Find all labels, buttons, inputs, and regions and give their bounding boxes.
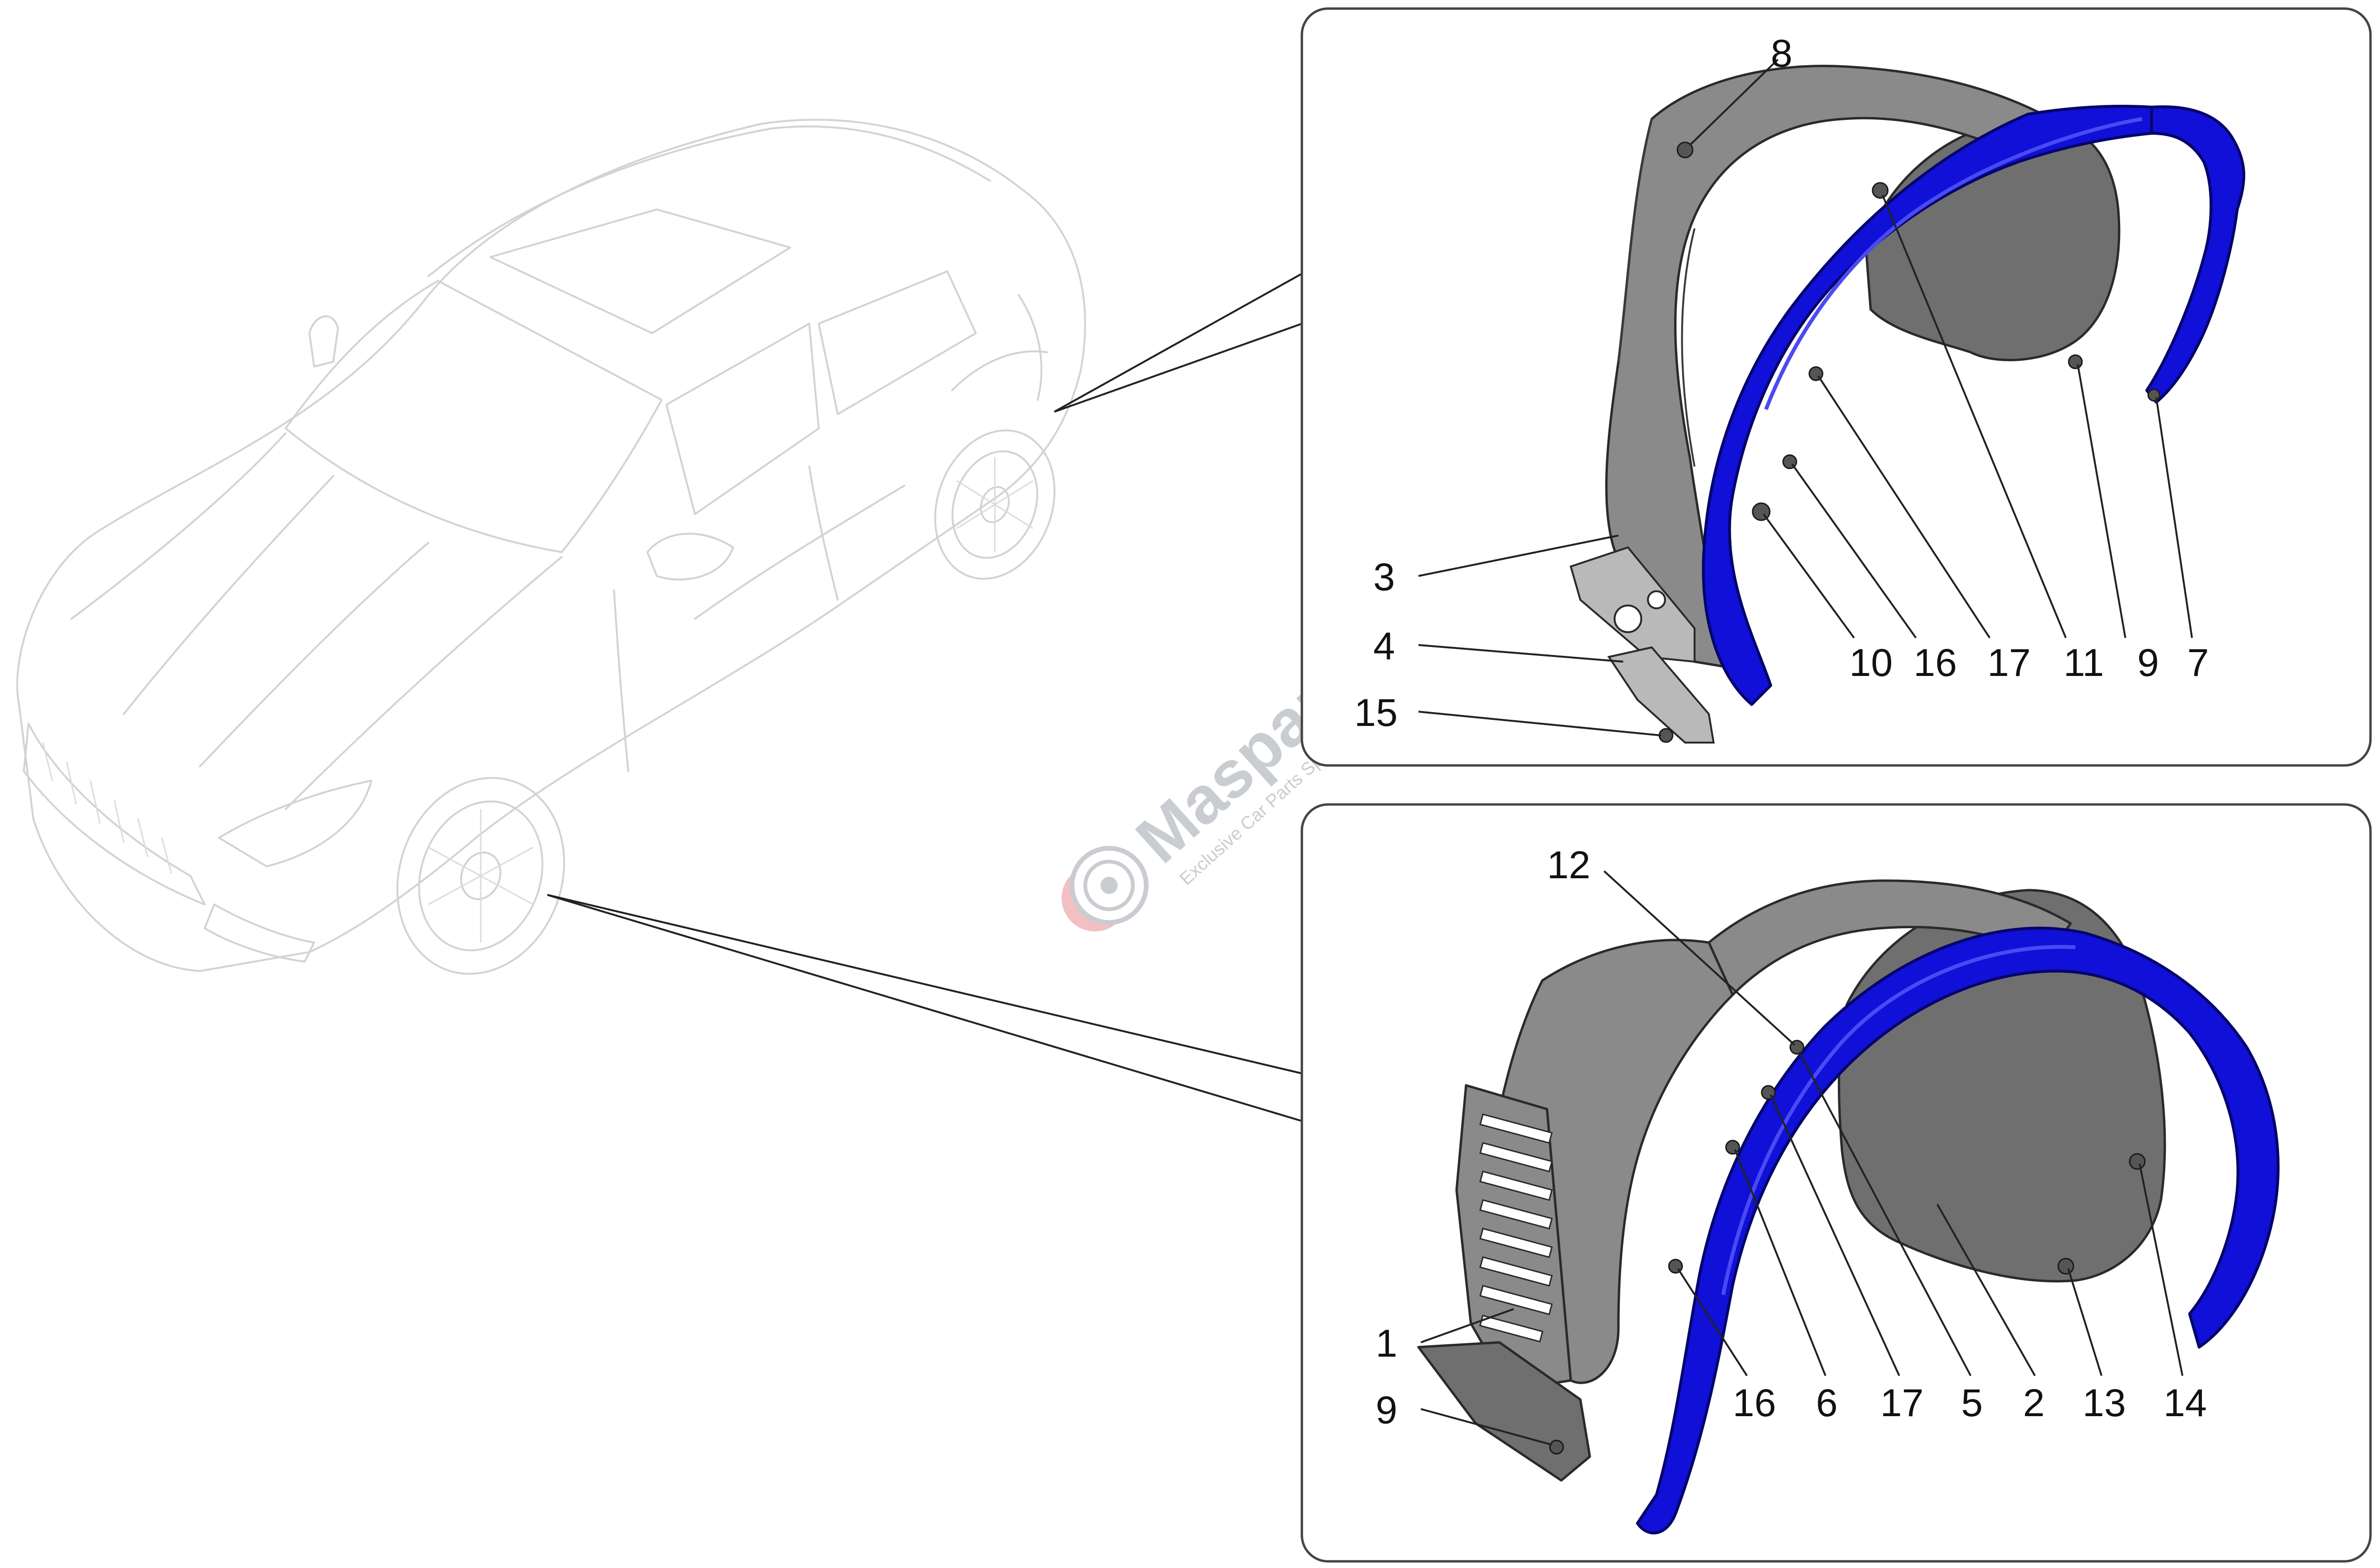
front-clip-14: [2129, 1153, 2146, 1170]
callout-10: 10: [1849, 641, 1893, 685]
rear-liner-flange: [1569, 546, 1696, 663]
rear-screw-15: [1658, 728, 1674, 743]
callout-12: 12: [1547, 844, 1590, 887]
callout-14: 14: [2163, 1381, 2207, 1425]
callout-16: 16: [1914, 641, 1957, 685]
callout-17-front: 17: [1880, 1381, 1924, 1425]
rear-clip-7: [2147, 388, 2161, 402]
front-arch-detail: 12 1 9 16 6 17 5 2 13 14: [1300, 803, 2372, 1563]
callout-15: 15: [1354, 691, 1398, 734]
front-screw-9: [1549, 1439, 1564, 1455]
callout-13: 13: [2082, 1381, 2126, 1425]
callout-17: 17: [1987, 641, 2031, 685]
front-wheel: [396, 777, 565, 975]
callout-5: 5: [1961, 1381, 1983, 1425]
callout-9-front: 9: [1376, 1389, 1398, 1432]
callout-1: 1: [1376, 1322, 1398, 1365]
front-clip-13: [2057, 1258, 2074, 1275]
front-upper-liner: [1707, 879, 2072, 996]
front-callouts: 12 1 9 16 6 17 5 2 13 14: [1376, 844, 2207, 1432]
callout-6: 6: [1816, 1381, 1838, 1425]
rear-arch-trim: [2145, 105, 2245, 404]
callout-4: 4: [1373, 625, 1395, 668]
leader-lines: [547, 273, 1302, 1122]
front-flap-slots: [1479, 1113, 1553, 1343]
front-clip-17: [1761, 1085, 1776, 1100]
rear-screw-9: [2068, 354, 2083, 369]
callout-3: 3: [1373, 556, 1395, 599]
callout-2: 2: [2023, 1381, 2045, 1425]
rear-arch-trim-upper: [1702, 105, 2153, 706]
front-clip-6: [1725, 1140, 1740, 1155]
rear-wheel: [934, 429, 1056, 580]
callout-7: 7: [2187, 641, 2209, 685]
callout-9: 9: [2137, 641, 2159, 685]
watermark-logo-icon: [1061, 846, 1149, 932]
grille-slats: [42, 742, 172, 874]
callout-8: 8: [1771, 32, 1793, 75]
car-outline: [16, 119, 1086, 975]
rear-callouts: 8 3 4 15 10 16 17 11 9 7: [1354, 32, 2209, 734]
rear-bracket: [1607, 646, 1715, 744]
rear-arch-detail: 8 3 4 15 10 16 17 11 9 7: [1300, 7, 2372, 767]
rear-clip-11: [1872, 182, 1889, 199]
front-callout-leaders: [1420, 870, 2183, 1446]
front-arch-trim: [1636, 926, 2280, 1535]
rear-clip-8: [1676, 141, 1694, 159]
rear-callout-leaders: [1418, 59, 2193, 736]
callout-16-front: 16: [1733, 1381, 1776, 1425]
callout-11: 11: [2063, 641, 2104, 685]
